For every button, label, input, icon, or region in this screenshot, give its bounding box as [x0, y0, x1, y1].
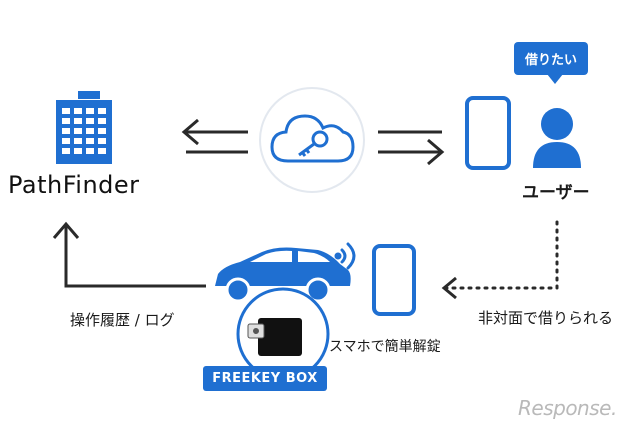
arrow-to-user — [378, 130, 445, 166]
rent-label: 非対面で借りられる — [478, 309, 614, 327]
user-icon — [533, 108, 581, 168]
dotted-arrow — [444, 220, 559, 290]
smartphone-icon-bottom — [372, 244, 416, 316]
car-icon — [215, 247, 351, 303]
arrow-to-server — [181, 118, 248, 154]
dotted-arrow-head — [441, 276, 457, 300]
speech-bubble-tail — [547, 74, 563, 84]
signal-icon — [334, 242, 356, 270]
watermark: Response. — [518, 396, 617, 420]
brand-name: PathFinder — [8, 171, 140, 199]
freekey-box-badge: FREEKEY BOX — [203, 366, 327, 391]
speech-bubble: 借りたい — [514, 42, 588, 75]
cloud-key-icon — [259, 87, 365, 193]
history-label: 操作履歴 / ログ — [70, 311, 175, 329]
smartphone-icon — [465, 96, 511, 170]
building-icon — [56, 91, 112, 164]
user-label: ユーザー — [522, 183, 590, 203]
unlock-label: スマホで簡単解錠 — [329, 339, 441, 355]
arrow-to-pathfinder — [52, 221, 206, 288]
